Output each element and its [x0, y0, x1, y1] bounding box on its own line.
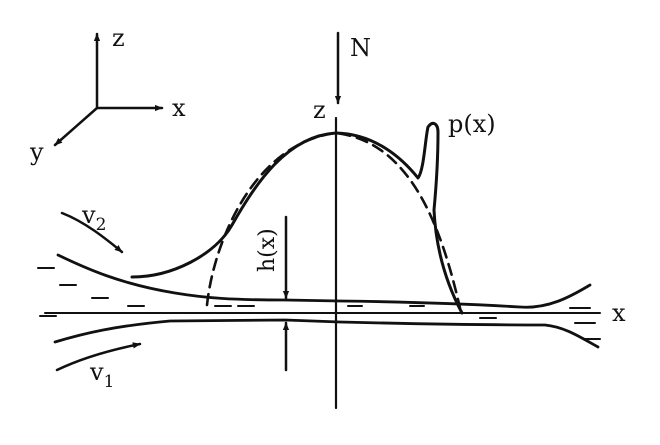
- velocity-upper-label: v2: [81, 201, 106, 235]
- lower-surface-curve: [53, 318, 600, 349]
- lubricant-marks: [37, 267, 601, 340]
- triad-z-label: z: [112, 24, 125, 52]
- pressure-label: p(x): [448, 110, 496, 138]
- x-axis-label: x: [612, 299, 626, 327]
- load-label: N: [350, 34, 371, 62]
- hertz-pressure-curve: [205, 131, 462, 310]
- y-axis-arrow: [53, 106, 99, 147]
- velocity-upper-arrow: [60, 211, 124, 254]
- velocity-lower-arrow: [55, 342, 142, 372]
- ehl-pressure-curve: [130, 121, 464, 315]
- triad-y-label: y: [29, 138, 44, 166]
- triad-x-label: x: [172, 94, 186, 122]
- film-thickness-label: h(x): [255, 228, 280, 272]
- coordinate-triad: z x y: [29, 24, 186, 166]
- upper-surface-curve: [56, 253, 592, 309]
- center-z-label: z: [313, 96, 326, 124]
- velocity-lower-label: v1: [89, 358, 114, 392]
